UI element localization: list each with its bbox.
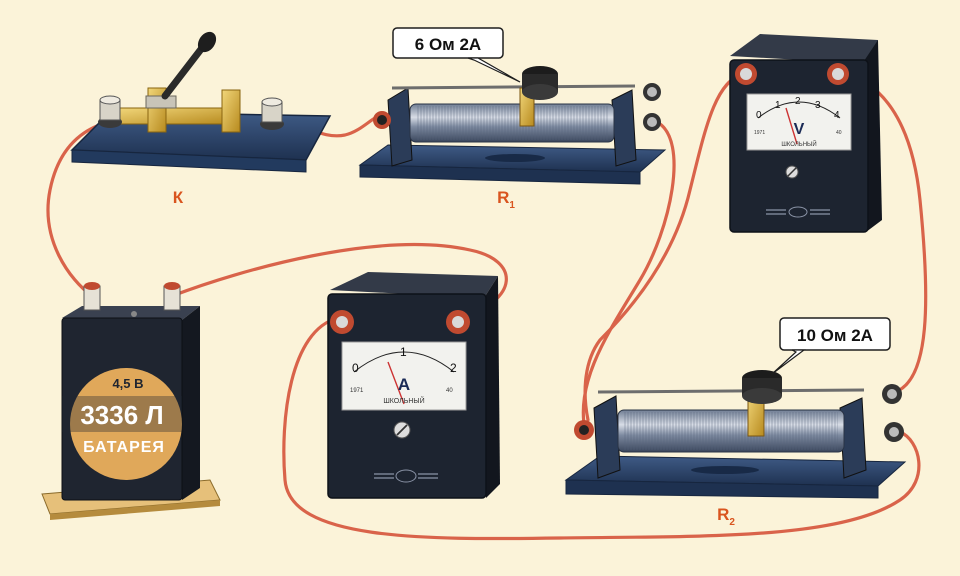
- switch-terminal-right: [260, 97, 284, 130]
- rheostat1-rating: 6 Ом 2А: [415, 35, 481, 54]
- ammeter-type: ШКОЛЬНЫЙ: [383, 396, 424, 405]
- rheostat-r2: [564, 370, 907, 499]
- voltmeter-tick-0: 0: [756, 110, 762, 121]
- wire-rheostat1-to-rheostat2: [581, 120, 676, 432]
- rheostat2-rating: 10 Ом 2А: [797, 326, 873, 345]
- voltmeter-symbol: V: [794, 121, 805, 138]
- voltmeter-logo-icon: [766, 206, 830, 218]
- r1-terminal-right-bottom: [643, 113, 661, 131]
- voltmeter-code: 40: [836, 130, 842, 136]
- ammeter-tick-1: 1: [400, 345, 407, 359]
- voltmeter-tick-1: 1: [775, 100, 781, 111]
- ammeter-terminal-right: [446, 310, 470, 334]
- voltmeter-tick-2: 2: [795, 96, 801, 107]
- battery-terminal-right: [163, 282, 181, 311]
- ammeter-code: 40: [446, 388, 453, 394]
- voltmeter: 0 1 2 3 4 V ШКОЛЬНЫЙ 1971 40: [729, 34, 882, 233]
- rheostat1-label-letter: R: [497, 188, 509, 207]
- rheostat-r1: [358, 66, 667, 185]
- switch-k: [70, 31, 332, 173]
- ammeter-year: 1971: [350, 388, 364, 394]
- rheostat2-tag: 10 Ом 2А: [771, 317, 891, 375]
- wire-ammeter-to-rheostat2: [282, 316, 921, 541]
- wires: [46, 72, 928, 541]
- wire-voltmeter-to-rheostat1: [583, 72, 746, 422]
- r2-terminal-right-bottom: [884, 422, 904, 442]
- voltmeter-tick-4: 4: [834, 110, 840, 121]
- battery-label-disc: [70, 368, 182, 480]
- rheostat2-label: R2: [717, 505, 735, 528]
- voltmeter-terminal-left: [735, 63, 757, 85]
- battery-model: 3336 Л: [80, 400, 163, 430]
- r1-terminal-right-top: [643, 83, 661, 101]
- battery-band-text: БАТАРЕЯ: [83, 439, 165, 456]
- ammeter-terminal-left: [330, 310, 354, 334]
- r2-terminal-right-top: [882, 384, 902, 404]
- rheostat1-label: R1: [497, 188, 515, 211]
- rheostat2-label-letter: R: [717, 505, 729, 524]
- rheostat1-tag: 6 Ом 2А: [392, 27, 521, 83]
- wire-battery-to-ammeter: [170, 243, 508, 320]
- voltmeter-tick-3: 3: [815, 100, 821, 111]
- r2-terminal-left: [574, 420, 594, 440]
- battery-terminal-left: [83, 282, 101, 311]
- switch-label: К: [173, 188, 184, 207]
- wire-battery-to-switch: [46, 120, 110, 298]
- voltmeter-year: 1971: [754, 130, 765, 136]
- voltmeter-terminal-right: [827, 63, 849, 85]
- ammeter-tick-2: 2: [450, 361, 457, 375]
- rheostat2-label-subscript: 2: [729, 517, 735, 528]
- switch-terminal-left: [98, 95, 122, 128]
- ammeter-tick-0: 0: [352, 361, 359, 375]
- voltmeter-type: ШКОЛЬНЫЙ: [781, 140, 816, 148]
- battery-voltage: 4,5 В: [112, 376, 143, 391]
- ammeter: 0 1 2 A ШКОЛЬНЫЙ 1971 40: [327, 272, 500, 499]
- ammeter-symbol: A: [398, 375, 410, 394]
- r1-terminal-left: [373, 111, 391, 129]
- battery: 4,5 В 3336 Л БАТАРЕЯ: [41, 282, 221, 520]
- ammeter-logo-icon: [374, 469, 438, 483]
- rheostat1-label-subscript: 1: [509, 200, 515, 211]
